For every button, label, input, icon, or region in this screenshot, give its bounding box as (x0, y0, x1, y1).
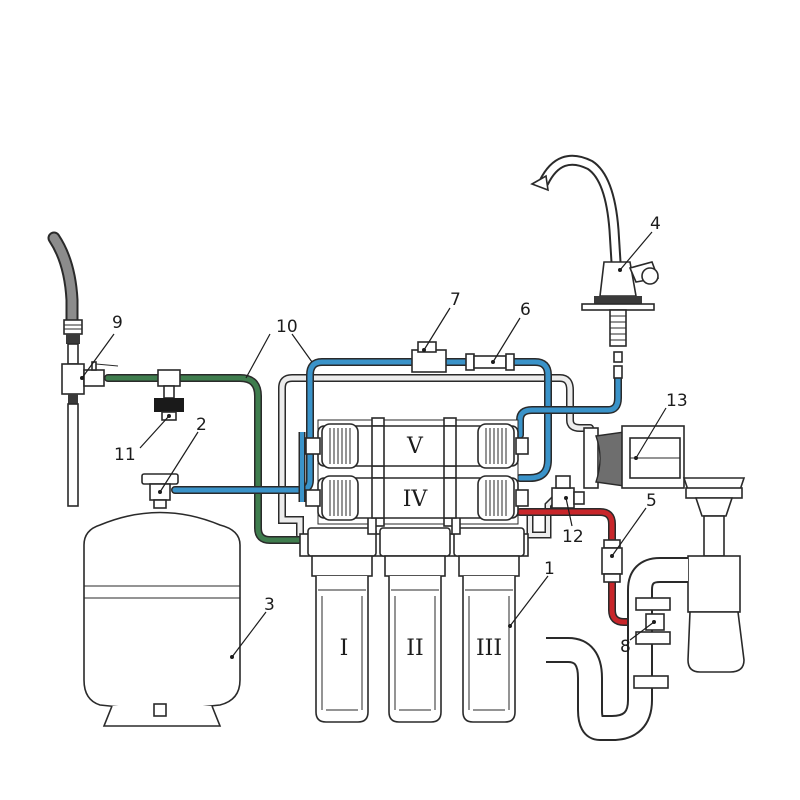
sink-drain (682, 477, 746, 673)
housing-3 (453, 527, 525, 723)
cartridge-v (305, 423, 529, 469)
component-7 (411, 341, 447, 373)
stage-i-label: I (340, 636, 349, 661)
leader-lines (81, 231, 667, 658)
callout-labels: 9 10 7 6 4 13 2 11 3 1 5 8 12 (112, 214, 688, 657)
check-valve-6 (465, 353, 515, 371)
callout-11: 11 (114, 445, 136, 465)
callout-10: 10 (276, 317, 298, 337)
faucet (530, 154, 660, 379)
storage-tank (83, 473, 241, 727)
feed-valve-assembly (47, 231, 119, 507)
prefilter-housings: I II III (299, 527, 529, 723)
tank-body (83, 511, 241, 710)
housing-1 (307, 527, 377, 723)
callout-2: 2 (196, 415, 207, 435)
inline-cartridges: V IV (305, 417, 529, 535)
stage-v-label: V (406, 434, 424, 459)
tubing (104, 358, 652, 626)
callout-4: 4 (650, 214, 661, 234)
stage-iii-label: III (476, 636, 502, 661)
shutoff-valve-11 (154, 369, 184, 421)
component-12 (551, 475, 585, 509)
cartridge-iv (305, 475, 529, 521)
callout-13: 13 (666, 391, 688, 411)
stage-iv-label: IV (403, 487, 429, 512)
pump-13 (583, 425, 685, 489)
callout-6: 6 (520, 300, 531, 320)
housing-2 (379, 527, 451, 723)
callout-8: 8 (620, 637, 631, 657)
callout-1: 1 (544, 559, 555, 579)
callout-7: 7 (450, 290, 461, 310)
callout-3: 3 (264, 595, 275, 615)
callout-5: 5 (646, 491, 657, 511)
stage-ii-label: II (406, 636, 423, 661)
callout-12: 12 (562, 527, 584, 547)
siphon-pipe (546, 557, 688, 741)
callout-9: 9 (112, 313, 123, 333)
